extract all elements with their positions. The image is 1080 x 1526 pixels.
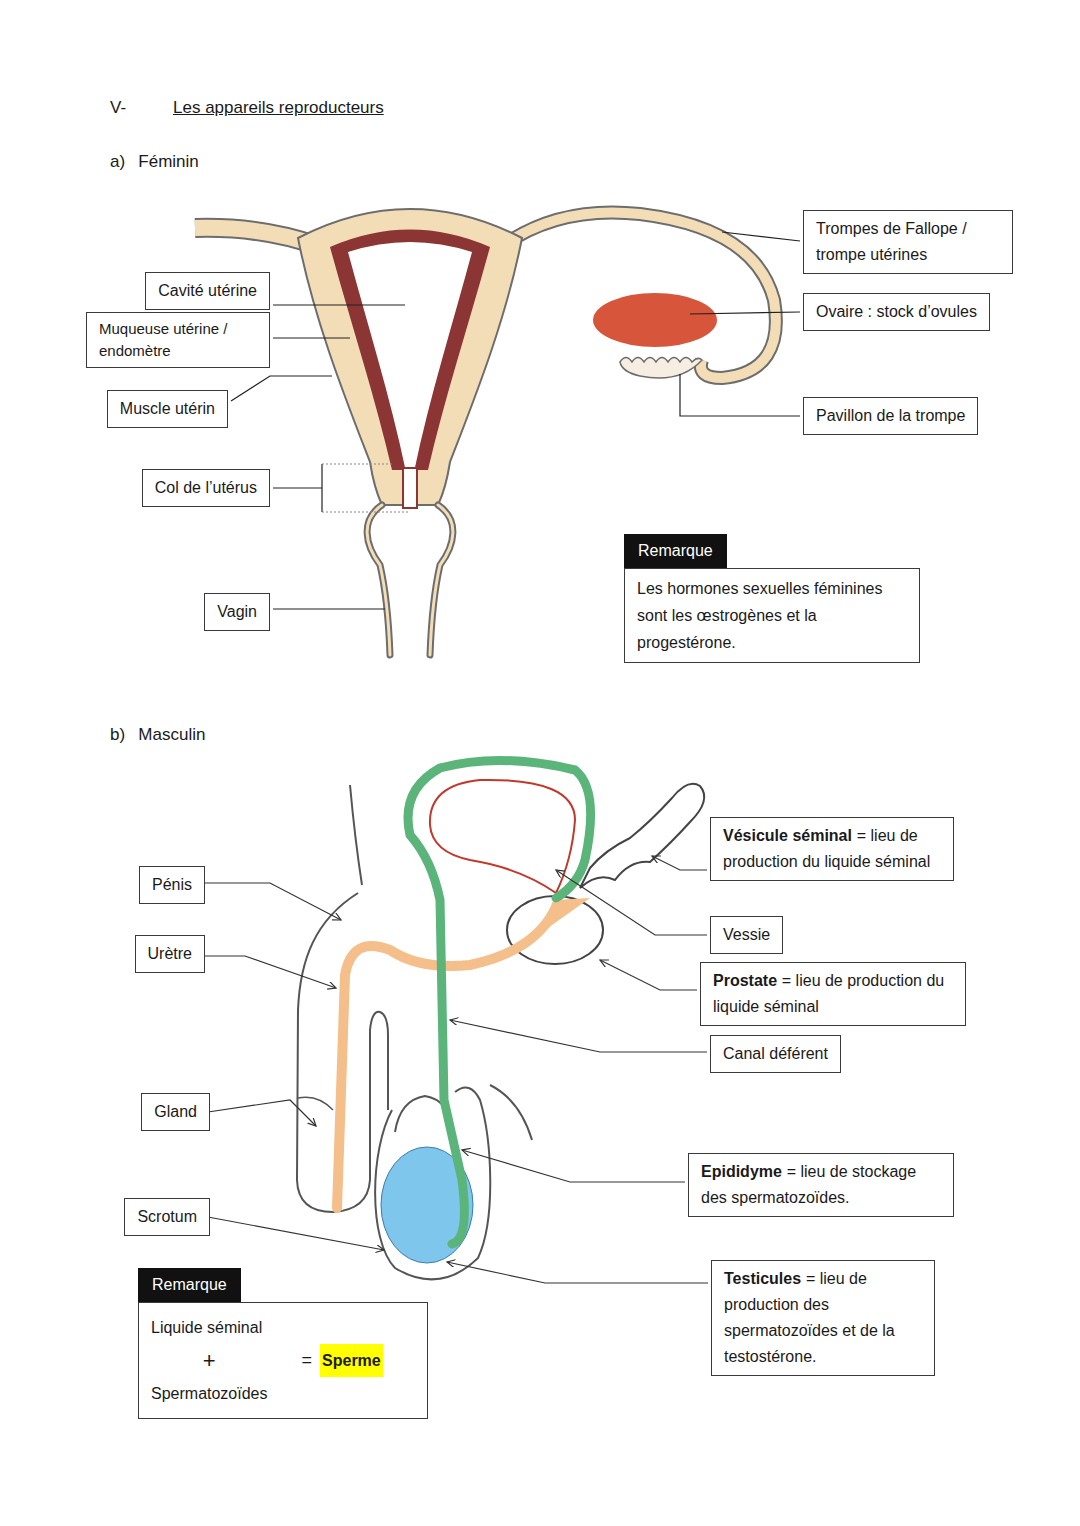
leader-line (722, 232, 800, 241)
leader-arrow (556, 870, 707, 935)
section-label: b) Masculin (110, 724, 205, 746)
leader-line (680, 374, 800, 416)
male-leader-lines (203, 856, 708, 1283)
highlighted-result: Sperme (320, 1344, 383, 1377)
vagina-wall-outline (367, 505, 453, 655)
leader-line (273, 608, 385, 609)
leader-arrow (450, 1020, 707, 1052)
label-box: Urètre (135, 935, 205, 973)
vagina-wall (367, 505, 453, 655)
bracket-dotted (322, 464, 410, 512)
label-text: Pavillon de la trompe (816, 407, 965, 424)
label-text: Vésicule séminal (723, 827, 852, 844)
fimbriae (620, 358, 702, 379)
operator: + (151, 1344, 268, 1377)
label-box: Muqueuse utérine / endomètre (86, 312, 270, 368)
cervical-canal (403, 468, 417, 508)
label-box: Epididyme= lieu de stockage des spermato… (688, 1153, 954, 1217)
label-box: Cavité utérine (145, 272, 270, 310)
label-box: Pavillon de la trompe (803, 397, 978, 435)
leader-line (273, 337, 350, 338)
leader-arrow (208, 1217, 384, 1250)
label-text: Epididyme (701, 1163, 782, 1180)
label-text: Vagin (217, 603, 257, 620)
section-title: Les appareils reproducteurs (173, 97, 384, 119)
thigh-line (490, 1085, 532, 1140)
label-text: Ovaire : stock d’ovules (816, 303, 977, 320)
label-text: Trompes de Fallope / trompe utérines (816, 220, 967, 263)
leader-line (231, 376, 332, 401)
label-text: Vessie (723, 926, 770, 943)
operator: = (302, 1344, 313, 1377)
vas-deferens (408, 760, 591, 1244)
bladder (430, 780, 575, 893)
right-tube (502, 212, 776, 378)
abdomen-line (350, 785, 362, 885)
note-body: Liquide séminal+Spermatozoïdes =Sperme (138, 1302, 428, 1419)
label-box: Col de l’utérus (142, 469, 270, 507)
ovary (593, 293, 717, 347)
section-label: a) Féminin (110, 151, 199, 173)
label-text: Prostate (713, 972, 777, 989)
label-text: Gland (154, 1103, 197, 1120)
label-text: Cavité utérine (158, 282, 257, 299)
leader-arrow (208, 1100, 316, 1126)
female-leader-lines (231, 232, 800, 609)
leader-arrow (203, 883, 341, 920)
label-box: Prostate= lieu de production du liquide … (700, 962, 966, 1026)
male-illustration (297, 760, 704, 1279)
label-box: Scrotum (124, 1198, 210, 1236)
sum-terms: Liquide séminal+Spermatozoïdes (151, 1311, 268, 1410)
leader-arrow (652, 856, 707, 870)
label-text: Scrotum (137, 1208, 197, 1225)
label-text: Canal déférent (723, 1045, 828, 1062)
label-text: Testicules (724, 1270, 801, 1287)
label-text: Muscle utérin (120, 400, 215, 417)
bracket (321, 464, 322, 512)
label-box: Ovaire : stock d’ovules (803, 293, 990, 331)
uterine-cavity (348, 242, 472, 472)
label-box: Trompes de Fallope / trompe utérines (803, 210, 1013, 274)
leader-arrow (600, 960, 697, 990)
note-heading: Remarque (138, 1268, 241, 1302)
note-text: Les hormones sexuelles féminines sont le… (637, 575, 907, 656)
label-box: Canal déférent (710, 1035, 841, 1073)
sum-result: =Sperme (302, 1344, 383, 1377)
leader-line (273, 487, 322, 488)
leader-line (690, 312, 800, 314)
note-box: RemarqueLes hormones sexuelles féminines… (624, 534, 920, 663)
label-text: Pénis (152, 876, 192, 893)
sum-term: Liquide séminal (151, 1311, 268, 1344)
label-text: Muqueuse utérine / endomètre (99, 320, 227, 359)
note-heading: Remarque (624, 534, 727, 568)
seminal-vesicle (580, 784, 704, 888)
label-box: Gland (141, 1093, 210, 1131)
note-body: Les hormones sexuelles féminines sont le… (624, 568, 920, 663)
uterus-muscle (298, 209, 522, 505)
label-box: Muscle utérin (107, 390, 228, 428)
leader-arrow (447, 1262, 708, 1283)
leader-arrow (462, 1150, 685, 1182)
sum-term: Spermatozoïdes (151, 1377, 268, 1410)
section-label: V- (110, 97, 126, 119)
label-box: Vésicule séminal= lieu de production du … (710, 817, 954, 881)
label-text: Col de l’utérus (155, 479, 257, 496)
label-box: Testicules= lieu de production des sperm… (711, 1260, 935, 1376)
right-tube-outline (502, 212, 776, 378)
note-box: RemarqueLiquide séminal+Spermatozoïdes=S… (138, 1268, 428, 1419)
label-box: Vessie (710, 916, 783, 954)
scrotum-outline (375, 1088, 490, 1280)
label-box: Pénis (139, 866, 205, 904)
leader-arrow (203, 956, 336, 988)
leader-line (273, 304, 405, 305)
glans-fold (298, 1097, 333, 1110)
label-text: Urètre (148, 945, 192, 962)
label-box: Vagin (204, 593, 270, 631)
